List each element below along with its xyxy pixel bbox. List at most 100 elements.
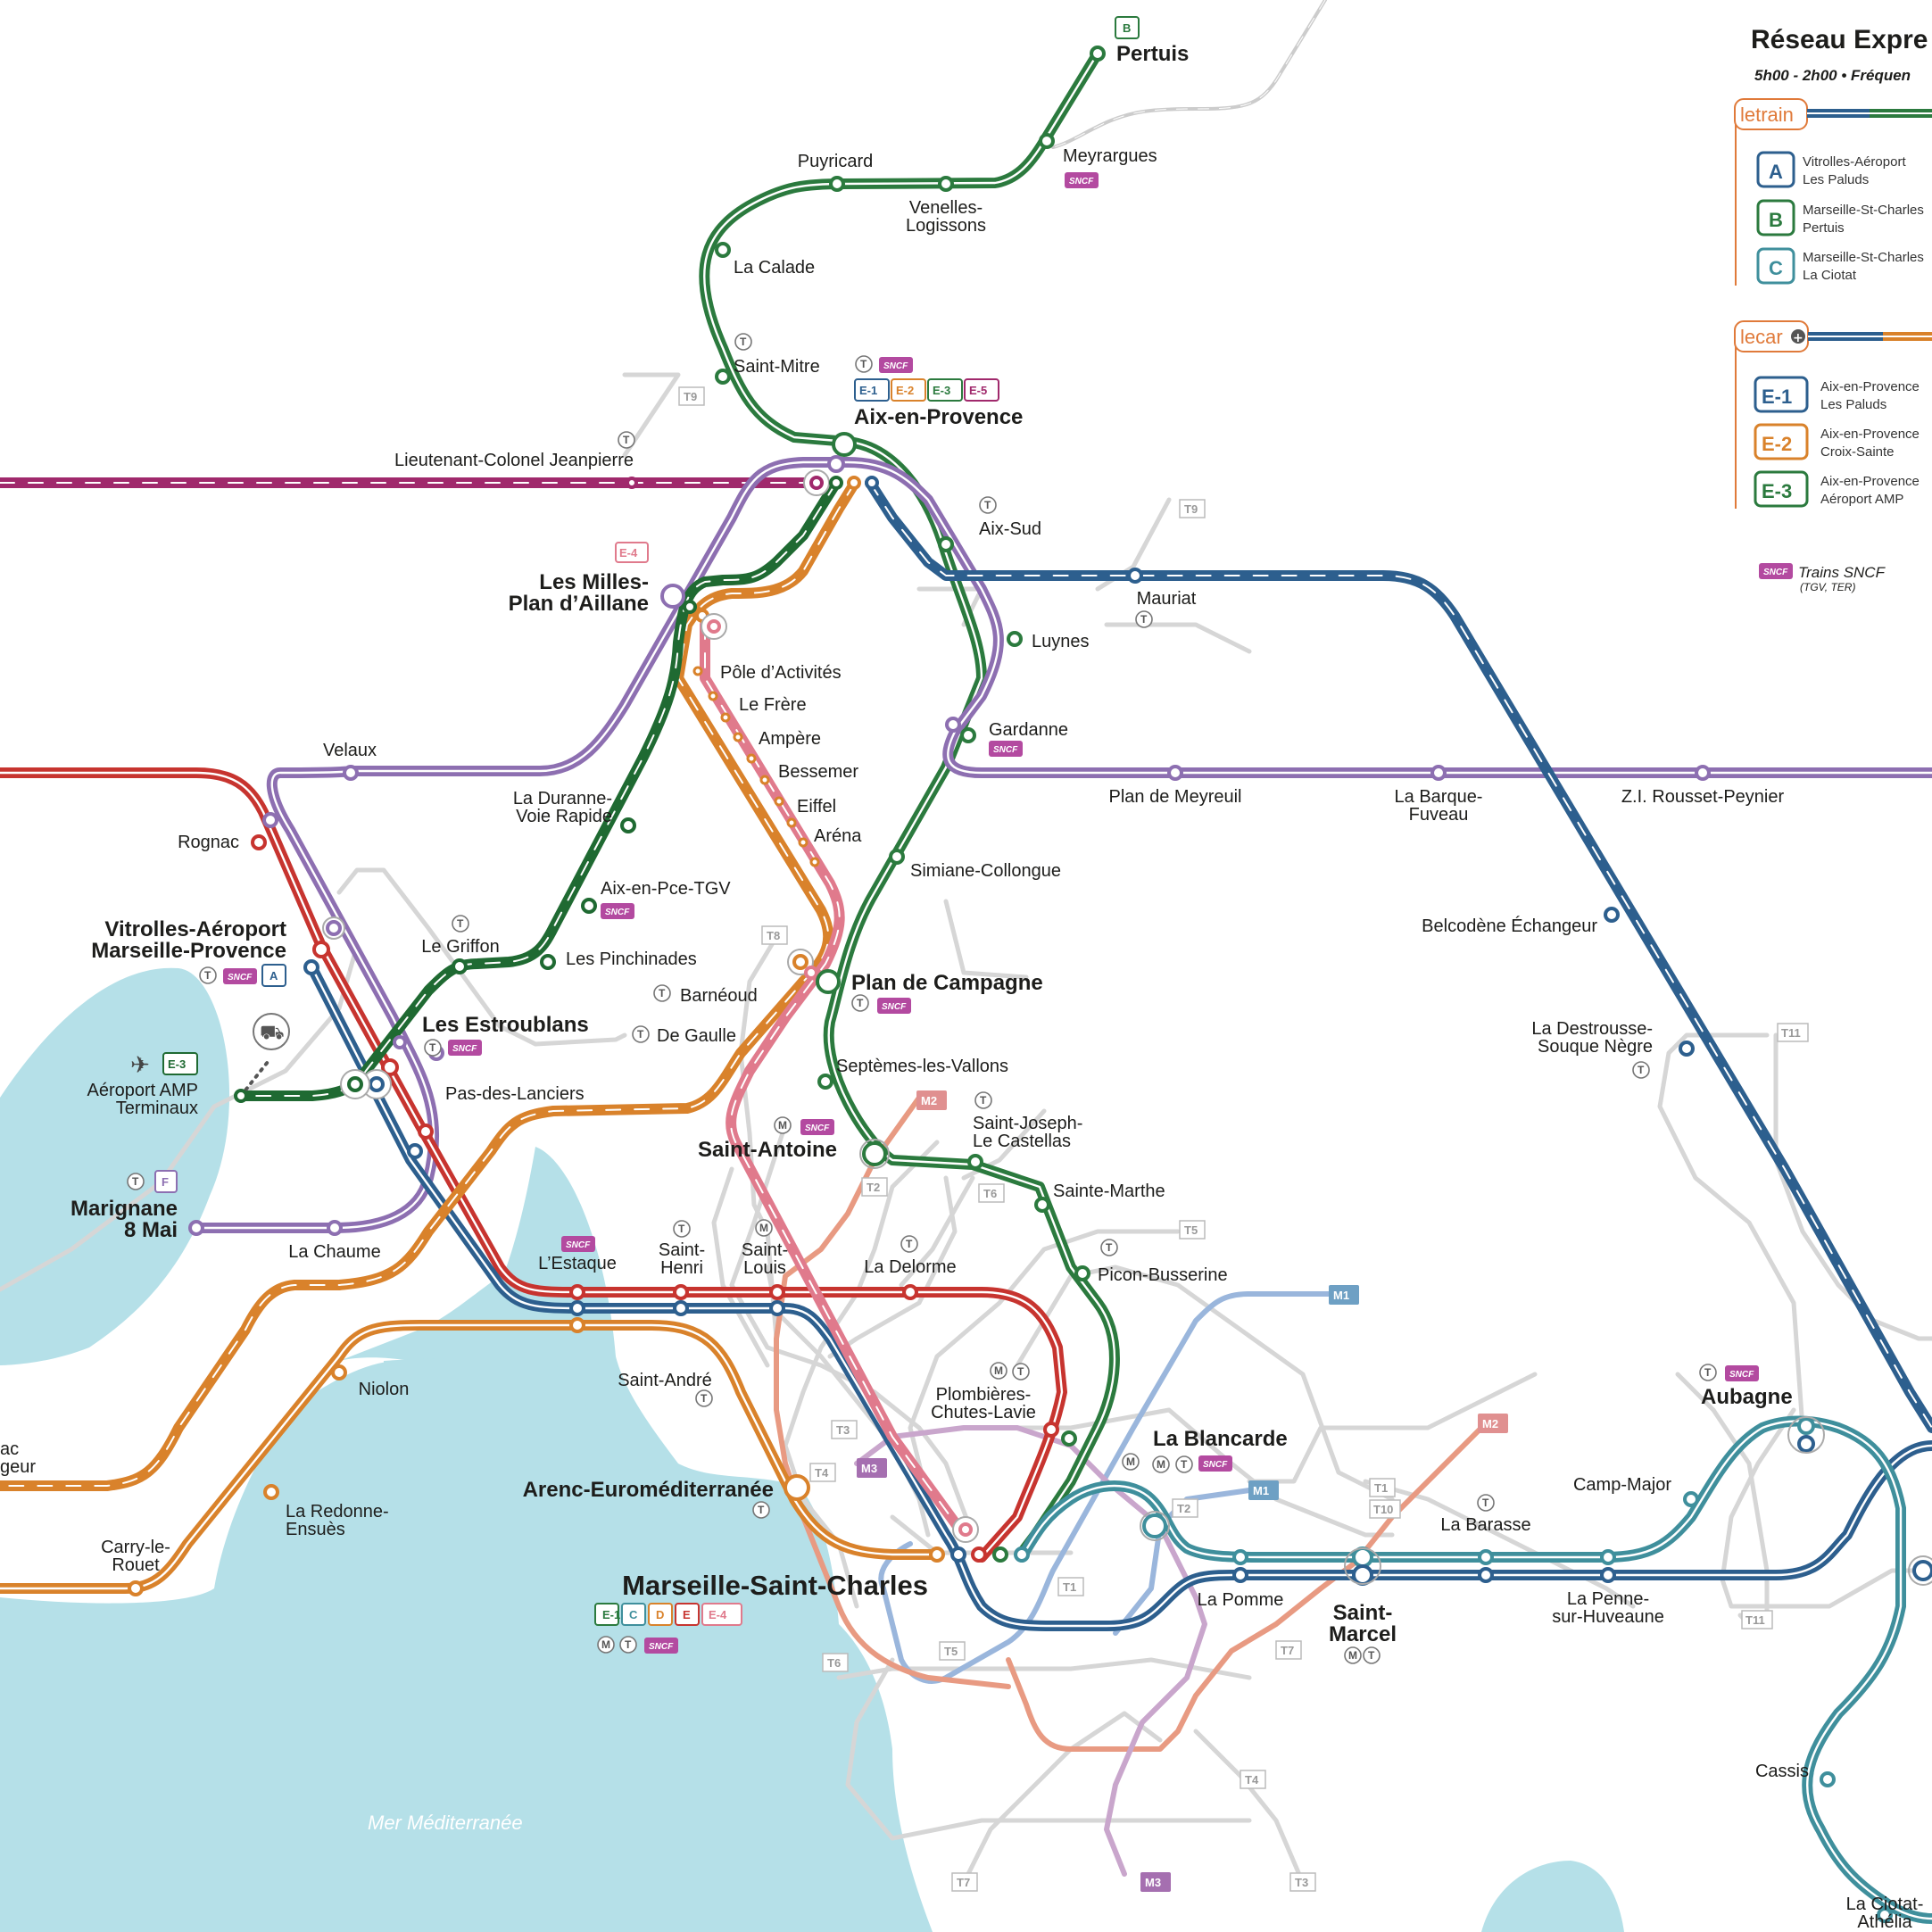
station-label-rousset: Z.I. Rousset-Peynier [1621,787,1785,807]
station-label-simiane: Simiane-Collongue [910,861,1061,881]
station-label-plancampagne: Plan de Campagne [851,971,1043,995]
svg-text:Aix-en-Provence: Aix-en-Provence [1820,379,1920,394]
svg-text:Aéroport AMP: Aéroport AMP [1820,492,1903,507]
svg-text:B: B [1769,209,1783,231]
legend-lecar: lecar + [1734,320,1932,509]
station-label-saintandre: Saint-André [618,1371,712,1390]
station-label-aeroport: Terminaux [116,1099,198,1118]
svg-text:T6: T6 [827,1656,841,1670]
svg-text:M: M [778,1119,787,1132]
svg-text:A: A [269,969,278,983]
svg-text:Marseille-St-Charles: Marseille-St-Charles [1803,203,1924,218]
svg-text:T11: T11 [1781,1026,1801,1040]
svg-text:T2: T2 [866,1181,880,1194]
station-label-penne: La Penne- [1567,1589,1649,1609]
svg-text:E-4: E-4 [619,546,638,560]
svg-text:SNCF: SNCF [1069,177,1094,187]
svg-text:T: T [659,987,666,999]
tag-E4-stcharles: E-4 [701,1603,742,1626]
station-label-sainthenri: Saint- [659,1240,705,1260]
svg-text:SNCF: SNCF [882,1002,907,1012]
svg-text:E-1: E-1 [602,1608,620,1621]
station-label-pinchinades: Les Pinchinades [566,949,697,969]
svg-text:T1: T1 [1374,1481,1388,1495]
station-label-milles: Plan d’Aillane [509,592,649,616]
station-label-destrousse: Souque Nègre [1538,1037,1653,1057]
tag-D-stcharles: D [648,1603,673,1626]
svg-text:Pertuis: Pertuis [1803,220,1845,236]
svg-text:T: T [1368,1649,1375,1662]
station-label-fuveau: La Barque- [1395,787,1483,807]
tag-E3-aeroport: E-3 [162,1052,198,1075]
svg-text:T11: T11 [1745,1613,1765,1627]
svg-text:T: T [1017,1365,1024,1378]
station-label-poleact: Pôle d’Activités [720,663,842,683]
station-label-belcodene: Belcodène Échangeur [1422,916,1597,936]
svg-text:A: A [1769,161,1783,183]
station-label-aeroport: Aéroport AMP [87,1081,198,1100]
svg-text:Trains SNCF: Trains SNCF [1798,564,1886,581]
tag-C-stcharles: C [621,1603,646,1626]
station-label-fuveau: Fuveau [1409,805,1469,825]
station-label-cassis: Cassis [1755,1762,1809,1781]
station-label-laciotat: Athélia [1857,1912,1912,1932]
sncf-badges: SNCF SNCF SNCF SNCF SNCF SNCF SNCF SNCF … [223,172,1759,1654]
station-label-edge_left: ac [0,1439,19,1459]
svg-text:SNCF: SNCF [566,1240,591,1250]
tag-M1-b: M1 [1248,1480,1279,1500]
station-label-plombieres: Chutes-Lavie [931,1403,1036,1422]
station-label-duranne: La Duranne- [513,789,612,808]
station-label-lachaume: La Chaume [288,1242,380,1262]
svg-text:T: T [1638,1064,1645,1076]
svg-text:M3: M3 [861,1462,877,1475]
station-label-degaulle: De Gaulle [657,1026,736,1046]
svg-text:E-5: E-5 [969,384,987,397]
tag-M2-a: M2 [916,1090,947,1110]
svg-text:E-3: E-3 [1762,480,1792,502]
airplane-icon: ✈ [130,1052,150,1079]
tag-M3-a: M3 [857,1458,887,1478]
tag-E2-aix: E-2 [891,378,926,402]
station-label-arenc: Arenc-Euroméditerranée [523,1478,774,1502]
svg-text:T9: T9 [684,390,697,403]
station-label-jeanpierre: Lieutenant-Colonel Jeanpierre [394,451,634,470]
svg-text:T: T [204,969,211,982]
station-label-barneoud: Barnéoud [680,986,758,1006]
svg-text:T3: T3 [1295,1876,1308,1889]
station-label-rognac: Rognac [178,833,239,852]
station-label-pertuis: Pertuis [1116,42,1189,66]
station-label-edge_left: geur [0,1457,36,1477]
station-label-meyrargues: Meyrargues [1063,146,1157,166]
svg-text:T: T [678,1223,685,1235]
tram-tags: T9 T9 T8 T2 T6 T5 T3 T4 T2 T1 T10 T1 T5 … [678,386,1809,1892]
svg-text:Vitrolles-Aéroport: Vitrolles-Aéroport [1803,154,1906,170]
station-label-estroublans: Les Estroublans [422,1013,589,1037]
svg-text:Les Paluds: Les Paluds [1803,172,1869,187]
line-tags: B E-1 E-2 E-3 E-5 E-4 A E-3 F M2 M1 M2 M… [154,16,1508,1892]
station-label-labarasse: La Barasse [1440,1515,1530,1535]
station-label-milles: Les Milles- [539,570,649,594]
station-label-ampere: Ampère [759,729,821,749]
svg-text:T: T [1704,1366,1712,1379]
legend-letrain: letrain [1734,98,1932,286]
station-label-saintjoseph: Le Castellas [973,1132,1071,1151]
svg-text:T: T [1181,1458,1188,1471]
station-label-stcharles: Marseille-Saint-Charles [622,1570,928,1601]
svg-text:M: M [1126,1455,1135,1468]
svg-text:T: T [701,1392,708,1405]
svg-text:T: T [1482,1497,1489,1509]
svg-text:E: E [683,1608,691,1621]
legend-title: Réseau Expre [1751,25,1928,54]
station-label-aixtgv: Aix-en-Pce-TGV [601,879,731,899]
station-label-sainthenri: Henri [660,1258,703,1278]
station-label-plombieres: Plombières- [936,1385,1032,1405]
svg-text:M: M [1157,1458,1165,1471]
svg-text:M: M [994,1364,1003,1377]
svg-text:E-3: E-3 [168,1057,186,1071]
svg-text:C: C [629,1608,638,1621]
